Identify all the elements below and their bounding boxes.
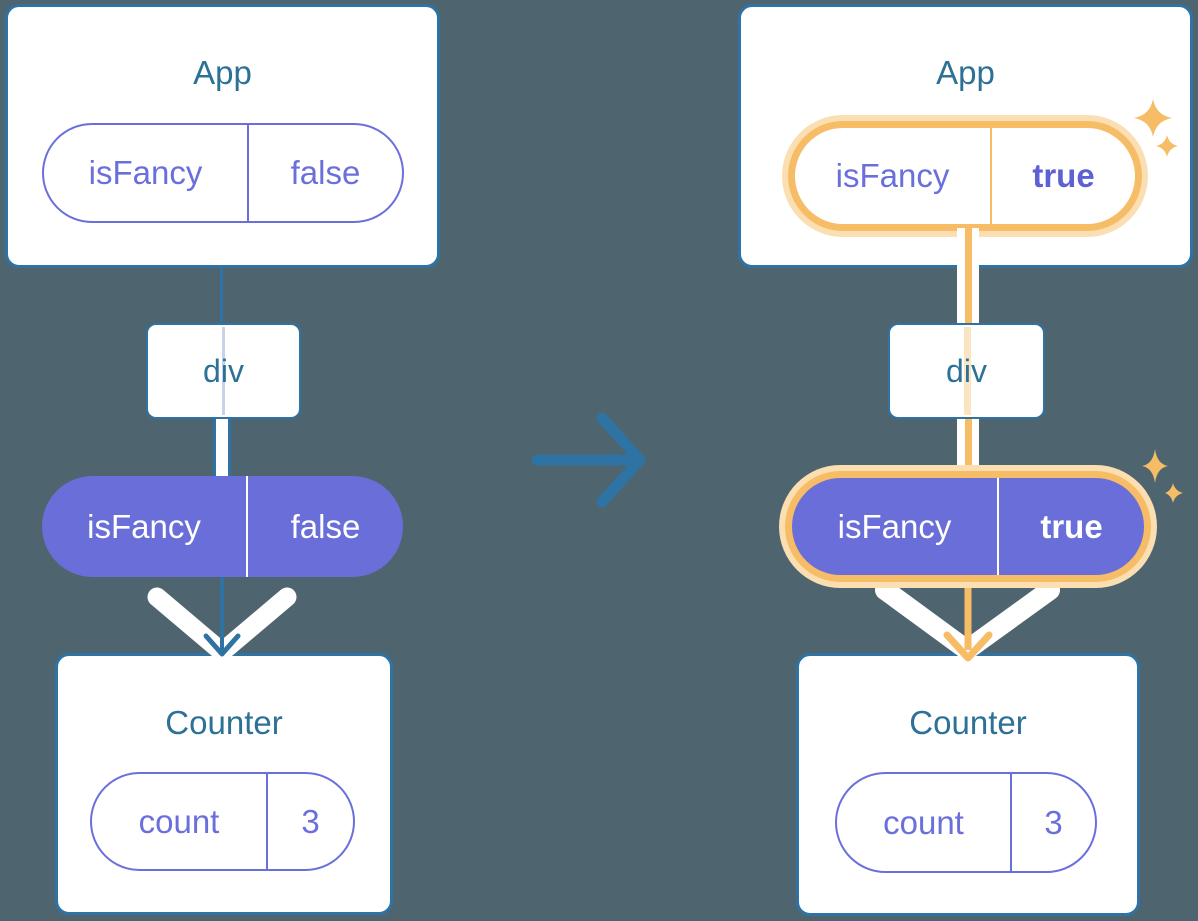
prop-cable [957,228,979,324]
prop-pill: isFancy true [792,478,1144,575]
sparkle-large [1142,449,1168,483]
prop-cable [957,417,979,478]
component-title: Counter [909,704,1027,741]
counter-component-card: Counter count 3 [55,653,393,915]
state-value: false [290,507,361,545]
arrow-down-icon [147,577,297,662]
prop-pill: isFancy false [42,476,403,577]
state-pill: count 3 [835,772,1097,873]
state-name: isFancy [44,125,249,221]
component-title: App [936,54,995,91]
highlight-ring-inner: isFancy true [788,121,1142,231]
prop-cable [213,417,231,478]
highlight-ring: isFancy true [779,465,1157,588]
arrow-right-icon [531,412,646,508]
sparkle-icon [1142,449,1183,503]
state-pill: isFancy true [795,128,1135,224]
highlight-ring-inner: isFancy true [785,471,1151,582]
component-title: Counter [165,704,283,741]
highlight-ring: isFancy true [782,115,1148,237]
state-value: 3 [1044,803,1063,841]
component-title: div [946,352,987,389]
state-name: count [92,774,268,869]
connector-line [220,265,223,325]
connector-through-line [964,327,971,415]
sparkle-icon [1134,99,1178,157]
state-name: count [837,774,1012,871]
state-name: isFancy [42,476,248,577]
sparkle-large [1134,99,1172,137]
state-value: 3 [301,802,320,840]
connector-through-line [222,327,225,415]
state-value: false [290,154,361,191]
app-component-card: App isFancy true [738,4,1193,268]
state-value: true [1032,157,1095,194]
state-pill: count 3 [90,772,355,871]
state-value: true [1040,507,1103,545]
sparkle-small [1165,483,1183,503]
app-component-card: App isFancy false [5,4,440,268]
arrow-down-icon [875,580,1060,662]
counter-component-card: Counter count 3 [796,653,1140,916]
component-title: App [193,54,252,91]
div-component-card: div [146,323,301,419]
state-pill: isFancy false [42,123,404,223]
sparkle-small [1156,135,1178,157]
state-name: isFancy [792,478,999,575]
div-component-card: div [888,323,1045,419]
component-title: div [203,352,244,389]
state-name: isFancy [795,128,992,224]
